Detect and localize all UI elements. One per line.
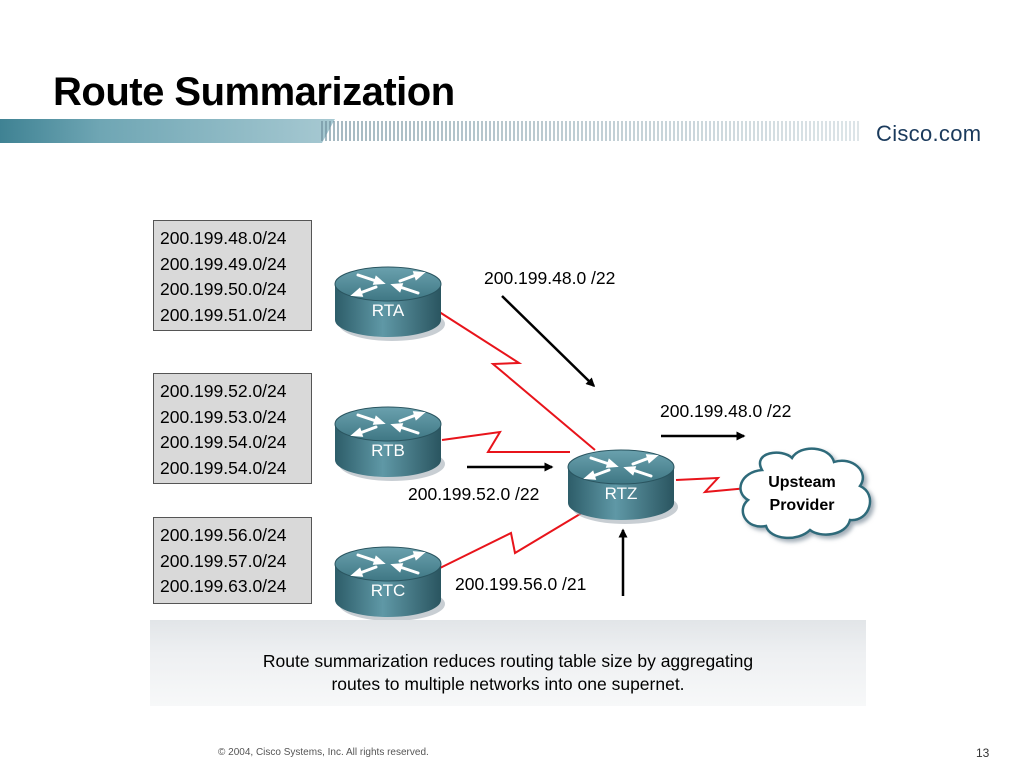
summary-label-rtc: 200.199.56.0 /21 bbox=[455, 574, 586, 594]
caption: Route summarization reduces routing tabl… bbox=[150, 650, 866, 696]
router-rtc[interactable]: RTC bbox=[334, 546, 445, 621]
router-rta-label: RTA bbox=[372, 301, 405, 320]
router-rta[interactable]: RTA bbox=[334, 266, 445, 341]
caption-line-1: Route summarization reduces routing tabl… bbox=[262, 651, 754, 671]
link-rtb-rtz bbox=[441, 430, 570, 453]
route-table-rtb: 200.199.52.0/24 200.199.53.0/24 200.199.… bbox=[153, 373, 312, 484]
route-entry: 200.199.56.0/24 bbox=[160, 525, 287, 545]
page-number: 13 bbox=[976, 746, 990, 760]
cloud-label-line1: Upsteam bbox=[768, 474, 836, 491]
route-table-rtc: 200.199.56.0/24 200.199.57.0/24 200.199.… bbox=[153, 517, 312, 604]
route-entry: 200.199.48.0/24 bbox=[160, 228, 287, 248]
router-icon bbox=[334, 406, 445, 481]
caption-panel bbox=[150, 620, 866, 706]
route-entry: 200.199.57.0/24 bbox=[160, 550, 287, 571]
router-icon bbox=[334, 546, 445, 621]
slide-title: Route Summarization bbox=[53, 70, 455, 114]
router-rtb[interactable]: RTB bbox=[334, 406, 445, 481]
cloud-icon bbox=[739, 447, 872, 539]
router-rtc-label: RTC bbox=[371, 581, 406, 600]
header-banner bbox=[0, 119, 859, 143]
router-rtz-label: RTZ bbox=[605, 484, 638, 503]
summary-label-upstream: 200.199.48.0 /22 bbox=[660, 401, 791, 421]
router-icon bbox=[334, 266, 445, 341]
route-entry: 200.199.63.0/24 bbox=[160, 576, 287, 596]
route-entry: 200.199.51.0/24 bbox=[160, 304, 287, 325]
route-entry: 200.199.50.0/24 bbox=[160, 279, 287, 299]
cisco-logo: Cisco.com bbox=[876, 121, 982, 146]
router-icon bbox=[567, 449, 678, 524]
link-rtz-upstream bbox=[675, 476, 749, 494]
upstream-cloud[interactable]: Upsteam Provider bbox=[739, 447, 872, 539]
copyright-footer: © 2004, Cisco Systems, Inc. All rights r… bbox=[218, 747, 429, 758]
summary-label-rtb: 200.199.52.0 /22 bbox=[408, 484, 539, 504]
route-entry: 200.199.54.0/24 bbox=[160, 457, 287, 478]
route-entry: 200.199.49.0/24 bbox=[160, 253, 287, 274]
link-rta-rtz bbox=[429, 305, 596, 451]
route-entry: 200.199.52.0/24 bbox=[160, 381, 287, 401]
route-entry: 200.199.54.0/24 bbox=[160, 432, 287, 452]
caption-line-2: routes to multiple networks into one sup… bbox=[331, 674, 685, 694]
arrow-rta-summary bbox=[501, 295, 596, 388]
router-rtz[interactable]: RTZ bbox=[567, 449, 678, 524]
router-rtb-label: RTB bbox=[371, 441, 405, 460]
route-table-rta: 200.199.48.0/24 200.199.49.0/24 200.199.… bbox=[153, 220, 312, 331]
route-entry: 200.199.53.0/24 bbox=[160, 406, 287, 427]
cloud-label-line2: Provider bbox=[770, 497, 835, 514]
link-rtc-rtz bbox=[439, 507, 591, 569]
summary-label-rta: 200.199.48.0 /22 bbox=[484, 268, 615, 288]
